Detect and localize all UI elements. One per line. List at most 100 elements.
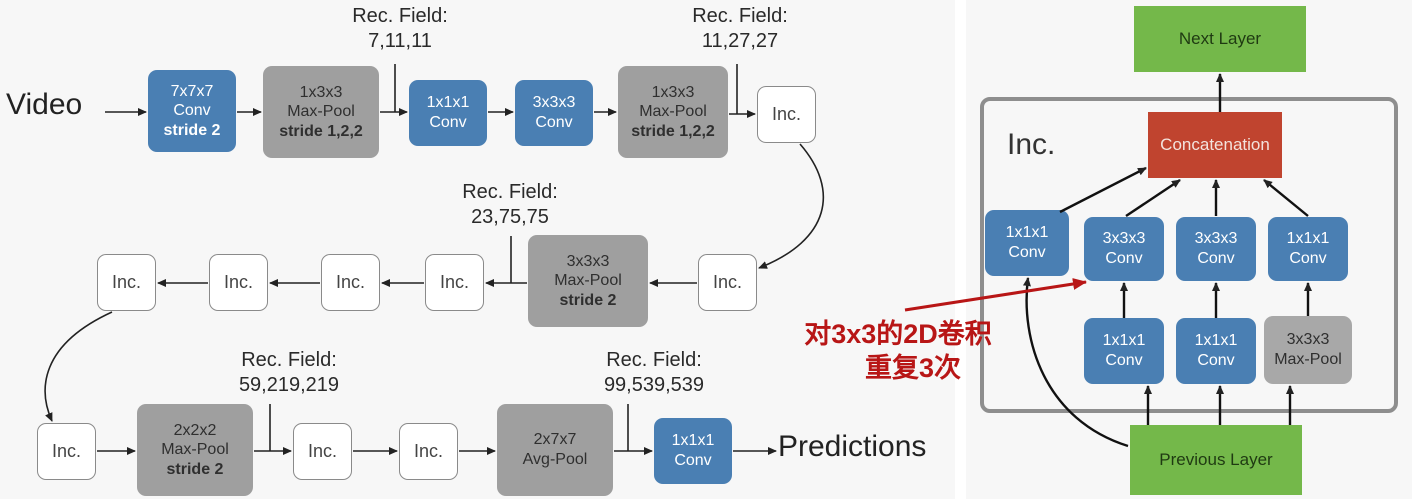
- branch-conv-box: 3x3x3 Conv: [1084, 217, 1164, 281]
- avgpool-2x7x7-box: 2x7x7 Avg-Pool: [497, 404, 613, 496]
- rec-field-title: Rec. Field:: [352, 5, 448, 27]
- inception-label: Inc.: [439, 271, 469, 292]
- pool-type: Max-Pool: [639, 103, 707, 121]
- rec-field-value: 99,539,539: [603, 374, 705, 396]
- conv-type: Conv: [173, 102, 211, 120]
- rec-field-title: Rec. Field:: [241, 349, 337, 371]
- conv-type: Conv: [535, 114, 573, 131]
- branch-conv-box: 3x3x3 Conv: [1176, 217, 1256, 281]
- pool-type: Max-Pool: [1274, 351, 1342, 368]
- rec-field-title: Rec. Field:: [692, 5, 788, 27]
- pool-type: Max-Pool: [554, 272, 622, 290]
- branch-conv-box: 1x1x1 Conv: [1176, 318, 1256, 384]
- pool-stride: stride 1,2,2: [279, 122, 363, 140]
- conv-size: 1x1x1: [1194, 332, 1238, 350]
- inception-label: Inc.: [771, 103, 801, 124]
- rec-field-title: Rec. Field:: [462, 181, 558, 203]
- maxpool-3x3x3-box: 3x3x3 Max-Pool stride 2: [528, 235, 648, 327]
- rec-field-title: Rec. Field:: [606, 349, 702, 371]
- conv-size: 1x1x1: [1005, 224, 1049, 242]
- conv-type: Conv: [1008, 244, 1046, 261]
- conv-size: 3x3x3: [1102, 230, 1146, 248]
- maxpool-1x3x3-box-2: 1x3x3 Max-Pool stride 1,2,2: [618, 66, 728, 158]
- conv-size: 1x1x1: [426, 94, 470, 112]
- annotation-arrow: [904, 278, 1087, 312]
- next-layer-box: Next Layer: [1134, 6, 1306, 72]
- annotation-text: 对3x3的2D卷积 重复3次: [768, 318, 1028, 386]
- pool-size: 3x3x3: [566, 252, 610, 270]
- pool-size: 2x7x7: [533, 431, 577, 449]
- previous-layer-box: Previous Layer: [1130, 425, 1302, 495]
- flow-arrow: [1059, 166, 1147, 214]
- rec-field-label: Rec. Field: 23,75,75: [450, 180, 570, 230]
- conv-7x7x7-box: 7x7x7 Conv stride 2: [148, 70, 236, 152]
- conv-size: 7x7x7: [170, 82, 214, 100]
- flow-curve: [1023, 277, 1129, 448]
- rec-field-value: 23,75,75: [471, 206, 549, 228]
- pool-type: Avg-Pool: [522, 451, 588, 468]
- inception-label: Inc.: [111, 271, 141, 292]
- conv-type: Conv: [1289, 250, 1327, 267]
- annotation-line: 对3x3的2D卷积: [804, 319, 992, 349]
- pool-stride: stride 2: [166, 460, 224, 478]
- inception-block: Inc.: [97, 254, 156, 311]
- rec-field-label: Rec. Field: 99,539,539: [584, 348, 724, 398]
- rec-field-value: 11,27,27: [701, 30, 779, 52]
- conv-size: 3x3x3: [532, 94, 576, 112]
- rec-field-value: 59,219,219: [238, 374, 340, 396]
- pool-stride: stride 2: [559, 291, 617, 309]
- inception-block: Inc.: [37, 423, 96, 480]
- branch-conv-box: 1x1x1 Conv: [1268, 217, 1348, 281]
- inception-label: Inc.: [335, 271, 365, 292]
- flow-curve: [44, 311, 113, 422]
- conv-size: 3x3x3: [1194, 230, 1238, 248]
- pool-type: Max-Pool: [161, 441, 229, 459]
- conv-type: Conv: [674, 452, 712, 469]
- branch-conv-box: 1x1x1 Conv: [1084, 318, 1164, 384]
- conv-type: Conv: [429, 114, 467, 131]
- branch-conv-box: 1x1x1 Conv: [985, 210, 1069, 276]
- annotation-line: 重复3次: [864, 352, 962, 383]
- inception-block: Inc.: [425, 254, 484, 311]
- next-layer-label: Next Layer: [1178, 28, 1262, 48]
- pool-stride: stride 1,2,2: [631, 122, 715, 140]
- concatenation-label: Concatenation: [1160, 134, 1270, 154]
- inception-block: Inc.: [399, 423, 458, 480]
- inception-label: Inc.: [712, 271, 742, 292]
- rec-field-value: 7,11,11: [368, 30, 432, 52]
- concatenation-box: Concatenation: [1148, 112, 1282, 178]
- flow-arrow: [1125, 179, 1181, 217]
- conv-type: Conv: [1105, 250, 1143, 267]
- conv-3x3x3-box: 3x3x3 Conv: [515, 80, 593, 146]
- pool-type: Max-Pool: [287, 103, 355, 121]
- inception-label: Inc.: [307, 440, 337, 461]
- inception-module-frame: [980, 97, 1398, 413]
- pool-size: 2x2x2: [173, 421, 217, 439]
- pool-size: 1x3x3: [651, 83, 695, 101]
- video-input-label: Video: [6, 88, 83, 121]
- maxpool-2x2x2-box: 2x2x2 Max-Pool stride 2: [137, 404, 253, 496]
- branch-maxpool-box: 3x3x3 Max-Pool: [1264, 316, 1352, 384]
- conv-stride: stride 2: [163, 121, 221, 139]
- conv-1x1x1-box: 1x1x1 Conv: [654, 418, 732, 484]
- conv-size: 1x1x1: [1286, 230, 1330, 248]
- flow-curve: [758, 143, 825, 269]
- flow-arrow: [1263, 179, 1309, 217]
- inception-module-title: Inc.: [1007, 128, 1056, 161]
- conv-type: Conv: [1105, 352, 1143, 369]
- inception-label: Inc.: [413, 440, 443, 461]
- conv-size: 1x1x1: [671, 432, 715, 450]
- inception-block: Inc.: [698, 254, 757, 311]
- inception-block: Inc.: [757, 86, 816, 143]
- conv-type: Conv: [1197, 250, 1235, 267]
- rec-field-label: Rec. Field: 7,11,11: [340, 4, 460, 54]
- rec-field-label: Rec. Field: 59,219,219: [219, 348, 359, 398]
- pool-size: 1x3x3: [299, 83, 343, 101]
- inception-label: Inc.: [51, 440, 81, 461]
- maxpool-1x3x3-box: 1x3x3 Max-Pool stride 1,2,2: [263, 66, 379, 158]
- inception-block: Inc.: [293, 423, 352, 480]
- conv-type: Conv: [1197, 352, 1235, 369]
- previous-layer-label: Previous Layer: [1159, 449, 1273, 469]
- inception-block: Inc.: [321, 254, 380, 311]
